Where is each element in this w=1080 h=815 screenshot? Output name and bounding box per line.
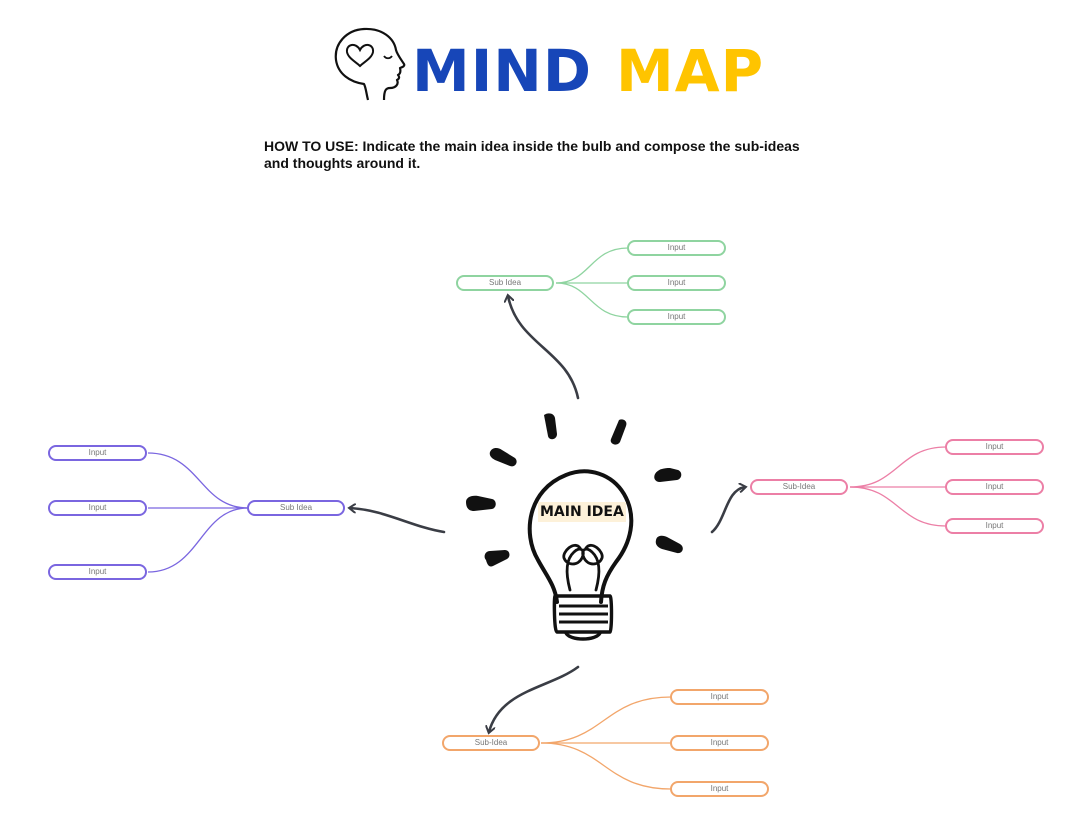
arrow-to-top-sub-idea [508,296,580,400]
arrow-to-bottom-sub-idea [489,665,580,732]
bottom-sub-idea-node[interactable]: Sub-Idea [442,735,540,751]
left-input-2[interactable]: Input [48,500,147,516]
connector-arrows [350,296,745,732]
arrow-to-right-sub-idea [710,487,745,534]
title-part-mind: MIND [412,37,592,105]
how-to-use-text: HOW TO USE: Indicate the main idea insid… [264,138,800,171]
top-input-3[interactable]: Input [627,309,726,325]
right-sub-idea-node[interactable]: Sub-Idea [750,479,848,495]
bottom-input-1[interactable]: Input [670,689,769,705]
top-input-2[interactable]: Input [627,275,726,291]
top-input-1[interactable]: Input [627,240,726,256]
bottom-input-3[interactable]: Input [670,781,769,797]
left-branch-lines [147,452,249,573]
bottom-input-2[interactable]: Input [670,735,769,751]
right-input-1[interactable]: Input [945,439,1044,455]
head-heart-icon [334,27,406,101]
light-bulb-icon [466,413,683,641]
left-input-3[interactable]: Input [48,564,147,580]
bulb-rays [466,413,683,567]
bottom-branch-lines [540,696,672,790]
title-part-map: MAP [615,37,765,105]
main-idea-label[interactable]: MAIN IDEA [538,502,626,522]
right-input-3[interactable]: Input [945,518,1044,534]
left-input-1[interactable]: Input [48,445,147,461]
header: MIND MAP [0,0,1080,120]
app-title: MIND MAP [412,40,764,102]
top-sub-idea-node[interactable]: Sub Idea [456,275,554,291]
left-sub-idea-node[interactable]: Sub Idea [247,500,345,516]
arrow-to-left-sub-idea [350,508,446,534]
top-branch-lines [555,247,629,318]
right-input-2[interactable]: Input [945,479,1044,495]
right-branch-lines [849,446,947,527]
